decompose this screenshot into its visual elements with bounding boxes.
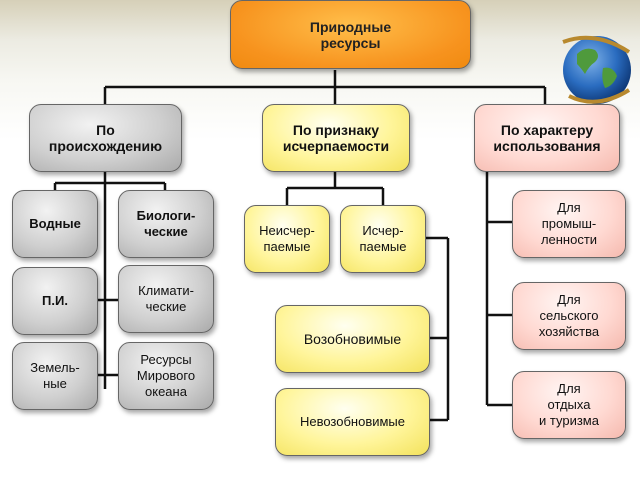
category-exhaustibility: По признаку исчерпаемости [262,104,410,172]
category-usage: По характеру использования [474,104,620,172]
origin-ocean: Ресурсы Мирового океана [118,342,214,410]
usage-industry: Для промыш- ленности [512,190,626,258]
origin-water: Водные [12,190,98,258]
origin-climatic: Климати- ческие [118,265,214,333]
origin-biological: Биологи- ческие [118,190,214,258]
usage-agriculture: Для сельского хозяйства [512,282,626,350]
exhaust-renewable: Возобновимые [275,305,430,373]
root-node: Природные ресурсы [230,0,471,69]
exhaust-nonrenewable: Невозобновимые [275,388,430,456]
globe-icon [562,35,631,104]
exhaust-exhaustible: Исчер- паемые [340,205,426,273]
category-origin: По происхождению [29,104,182,172]
exhaust-inexhaustible: Неисчер- паемые [244,205,330,273]
usage-recreation: Для отдыха и туризма [512,371,626,439]
origin-mineral: П.И. [12,267,98,335]
origin-land: Земель- ные [12,342,98,410]
